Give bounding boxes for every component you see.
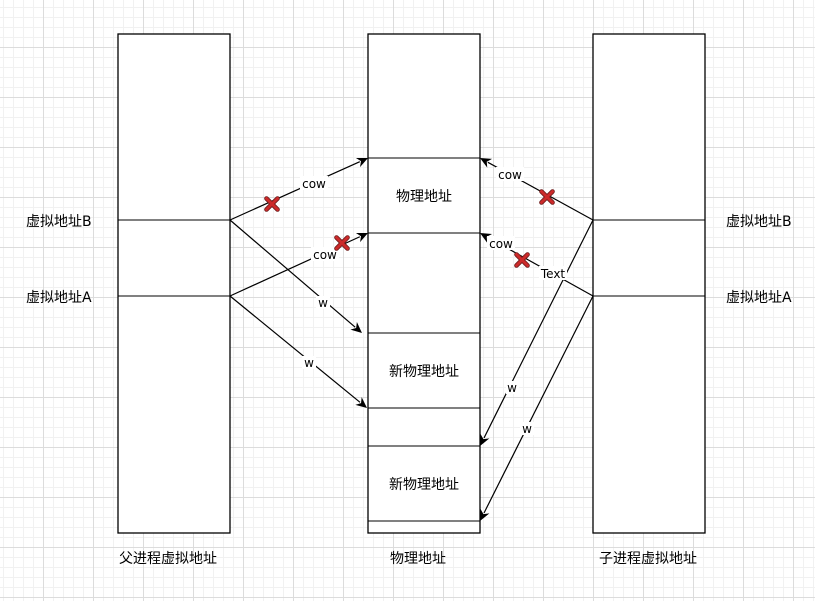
edge-label-cow-right-mid: cow [489,237,513,251]
cross-mark-parent-b [264,196,280,212]
edge-label-w-right-2: w [522,422,532,436]
edge-label-w-left-2: w [304,356,314,370]
edge-child-b-to-new2-arrowhead [480,433,490,446]
edge-parent-a-to-new1[interactable] [229,295,361,403]
edge-child-a-to-phys-arrowhead [480,233,493,243]
physical-block-label: 物理地址 [396,189,452,205]
edge-child-b-to-new2[interactable] [483,219,594,439]
left-label-virtual-b: 虚拟地址B [26,214,92,230]
column-caption-child: 子进程虚拟地址 [599,551,697,567]
edge-label-cow-right-top: cow [498,168,522,182]
column-caption-parent: 父进程虚拟地址 [119,551,217,567]
left-label-virtual-a: 虚拟地址A [26,290,92,306]
edge-label-w-left-1: w [318,296,328,310]
child-virtual-space[interactable] [592,33,706,534]
cross-mark-child-b [539,189,555,205]
cross-marks [264,189,555,268]
cross-mark-child-a [514,252,530,268]
edge-child-a-to-new2-arrowhead [480,508,490,521]
edge-labels: cow cow w w cow cow Text w w [300,167,567,436]
edge-label-cow-left-top: cow [302,177,326,191]
edge-label-text: Text [540,267,566,281]
right-label-virtual-a: 虚拟地址A [726,290,792,306]
column-caption-physical: 物理地址 [390,551,446,567]
edge-child-b-to-phys-arrowhead [480,158,493,168]
edge-label-w-right-1: w [507,381,517,395]
edge-child-a-to-new2[interactable] [483,295,594,514]
edge-parent-b-to-phys[interactable] [229,161,361,221]
edge-parent-b-to-phys-arrowhead [355,157,368,168]
new-physical-block-label-2: 新物理地址 [389,477,459,493]
edge-parent-b-to-new1[interactable] [229,219,356,328]
edge-parent-b-to-new1-arrowhead [350,322,362,333]
right-label-virtual-b: 虚拟地址B [726,214,792,230]
parent-virtual-space[interactable] [117,33,231,534]
edge-parent-a-to-phys-arrowhead [355,233,368,243]
physical-memory[interactable] [367,33,481,534]
edge-parent-a-to-new1-arrowhead [355,397,367,408]
new-physical-block-label-1: 新物理地址 [389,364,459,380]
edge-label-cow-left-mid: cow [313,248,337,262]
cross-mark-parent-a [334,235,350,251]
